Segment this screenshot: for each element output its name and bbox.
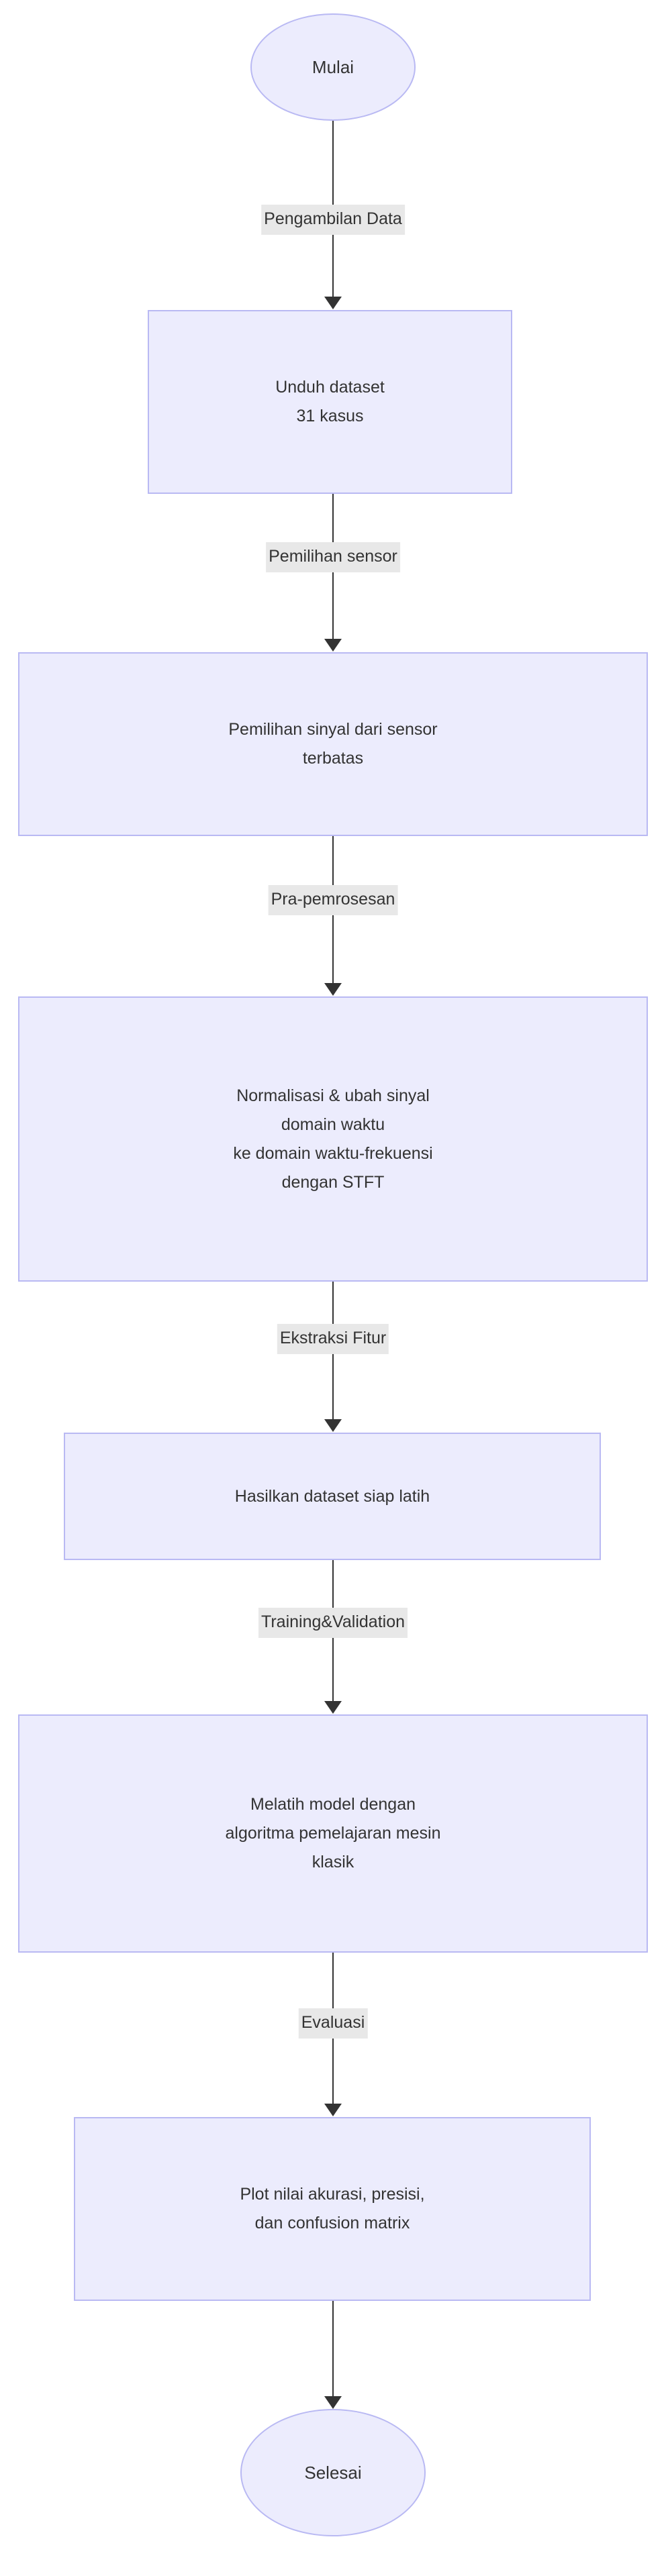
edge-arrowhead-melatih-to-plot [324, 2104, 342, 2116]
node-label-line: Plot nilai akurasi, presisi, [240, 2185, 425, 2204]
node-start-mulai-label: Mulai [252, 52, 414, 83]
node-plot-metrik-label: Plot nilai akurasi, presisi, dan confusi… [75, 2180, 589, 2238]
node-label-line: 31 kasus [296, 407, 364, 425]
node-start-mulai[interactable]: Mulai [250, 13, 416, 121]
edge-arrowhead-hasilkan-to-melatih [324, 1701, 342, 1714]
edge-arrowhead-start-to-unduh [324, 297, 342, 309]
node-label-line: domain waktu [281, 1115, 385, 1134]
node-label-line: dan confusion matrix [254, 2214, 410, 2232]
node-label-line: Selesai [304, 2462, 362, 2483]
edge-label-evaluasi: Evaluasi [298, 2008, 368, 2039]
node-pemilihan-sinyal[interactable]: Pemilihan sinyal dari sensor terbatas [18, 652, 648, 836]
node-hasilkan-dataset-label: Hasilkan dataset siap latih [65, 1482, 600, 1511]
node-label-line: klasik [312, 1853, 354, 1871]
edge-arrowhead-plot-to-end [324, 2396, 342, 2409]
node-label-line: Melatih model dengan [250, 1795, 416, 1814]
edge-label-pengambilan-data: Pengambilan Data [261, 205, 405, 235]
node-label-line: Normalisasi & ubah sinyal [236, 1086, 430, 1105]
node-end-selesai-label: Selesai [242, 2458, 424, 2488]
edge-arrowhead-normalisasi-to-hasilkan [324, 1419, 342, 1432]
node-label-line: Unduh dataset [275, 378, 385, 397]
node-end-selesai[interactable]: Selesai [240, 2409, 426, 2536]
node-unduh-dataset[interactable]: Unduh dataset 31 kasus [148, 310, 512, 494]
edge-label-pemilihan-sensor: Pemilihan sensor [266, 542, 400, 572]
node-unduh-dataset-label: Unduh dataset 31 kasus [149, 373, 511, 431]
node-label-line: Mulai [312, 56, 354, 77]
node-plot-metrik[interactable]: Plot nilai akurasi, presisi, dan confusi… [74, 2117, 591, 2301]
node-label-line: dengan STFT [281, 1172, 385, 1192]
edge-arrowhead-pemilihan-to-normalisasi [324, 983, 342, 996]
node-pemilihan-sinyal-label: Pemilihan sinyal dari sensor terbatas [19, 715, 647, 773]
edge-label-pra-pemrosesan: Pra-pemrosesan [268, 885, 398, 915]
node-hasilkan-dataset[interactable]: Hasilkan dataset siap latih [64, 1433, 601, 1560]
node-label-line: Pemilihan sinyal dari sensor [228, 720, 438, 739]
node-normalisasi-stft[interactable]: Normalisasi & ubah sinyal domain waktu k… [18, 996, 648, 1282]
edge-label-training-validation: Training&Validation [258, 1608, 408, 1638]
node-label-line: algoritma pemelajaran mesin [225, 1824, 441, 1843]
node-label-line: terbatas [302, 749, 364, 768]
edge-line-plot-to-end [332, 2301, 334, 2396]
node-melatih-model[interactable]: Melatih model dengan algoritma pemelajar… [18, 1714, 648, 1953]
node-label-line: Hasilkan dataset siap latih [234, 1486, 430, 1506]
node-normalisasi-stft-label: Normalisasi & ubah sinyal domain waktu k… [19, 1082, 647, 1197]
edge-label-ekstraksi-fitur: Ekstraksi Fitur [277, 1324, 389, 1354]
node-label-line: ke domain waktu-frekuensi [233, 1143, 433, 1163]
edge-arrowhead-unduh-to-pemilihan [324, 639, 342, 652]
node-melatih-model-label: Melatih model dengan algoritma pemelajar… [19, 1790, 647, 1877]
